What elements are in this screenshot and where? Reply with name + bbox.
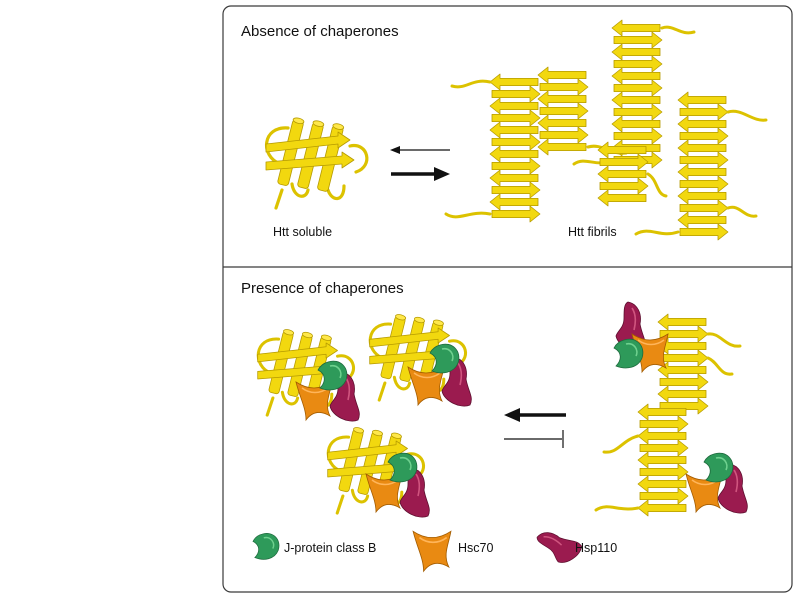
absence-title: Absence of chaperones [241, 23, 399, 40]
legend-j-protein-label: J-protein class B [284, 541, 376, 555]
htt-soluble-label: Htt soluble [273, 225, 332, 239]
legend: J-protein class B Hsc70 Hsp110 [252, 522, 617, 573]
legend-hsp110-label: Hsp110 [575, 541, 617, 555]
htt-fibrils-label: Htt fibrils [568, 225, 617, 239]
htt-fibrils-structure [444, 19, 768, 241]
legend-hsc70-label: Hsc70 [458, 541, 493, 555]
presence-title: Presence of chaperones [241, 280, 404, 297]
equilibrium-arrows [390, 146, 450, 181]
disaggregation-arrows [504, 408, 566, 448]
fibril-with-chaperones [594, 301, 749, 517]
